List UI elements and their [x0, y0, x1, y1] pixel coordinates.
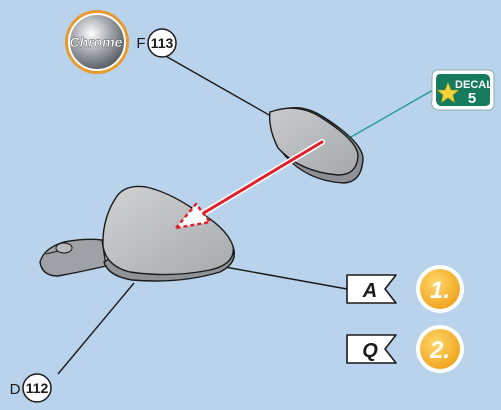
decal-label: DECAL: [455, 79, 493, 91]
chrome-paint-badge: Chrome: [65, 10, 129, 74]
chrome-paint-label: Chrome: [70, 34, 123, 50]
part-number-lower: 112: [26, 380, 49, 396]
decal-badge: DECAL 5: [431, 69, 495, 111]
step-2-callout: Q 2.: [346, 325, 464, 373]
mirror-base-lower: [39, 185, 235, 282]
assembly-arrow: [174, 139, 325, 230]
step-1-flag: [346, 274, 397, 304]
step-1-flag-letter: A: [362, 280, 377, 302]
step-2-flag: [346, 334, 397, 364]
step-1-number: 1.: [430, 277, 450, 304]
star-icon: [436, 81, 460, 104]
part-letter-upper: F: [136, 35, 145, 52]
decal-number: 5: [468, 90, 476, 107]
part-callout-upper: F 113: [136, 28, 177, 58]
part-number-upper: 113: [151, 35, 174, 51]
step-2-number: 2.: [429, 337, 450, 364]
arrow-shaft: [200, 140, 324, 216]
leader-line-lower-part: [57, 282, 135, 375]
part-number-circle-lower: [22, 373, 52, 403]
arrow-head: [174, 202, 212, 230]
part-number-circle-upper: [147, 28, 177, 58]
leader-line-step-1: [224, 266, 348, 290]
part-letter-lower: D: [10, 381, 21, 398]
part-callout-lower: D 112: [10, 373, 52, 403]
step-2-flag-letter: Q: [362, 340, 378, 362]
step-1-callout: A 1.: [346, 265, 464, 313]
